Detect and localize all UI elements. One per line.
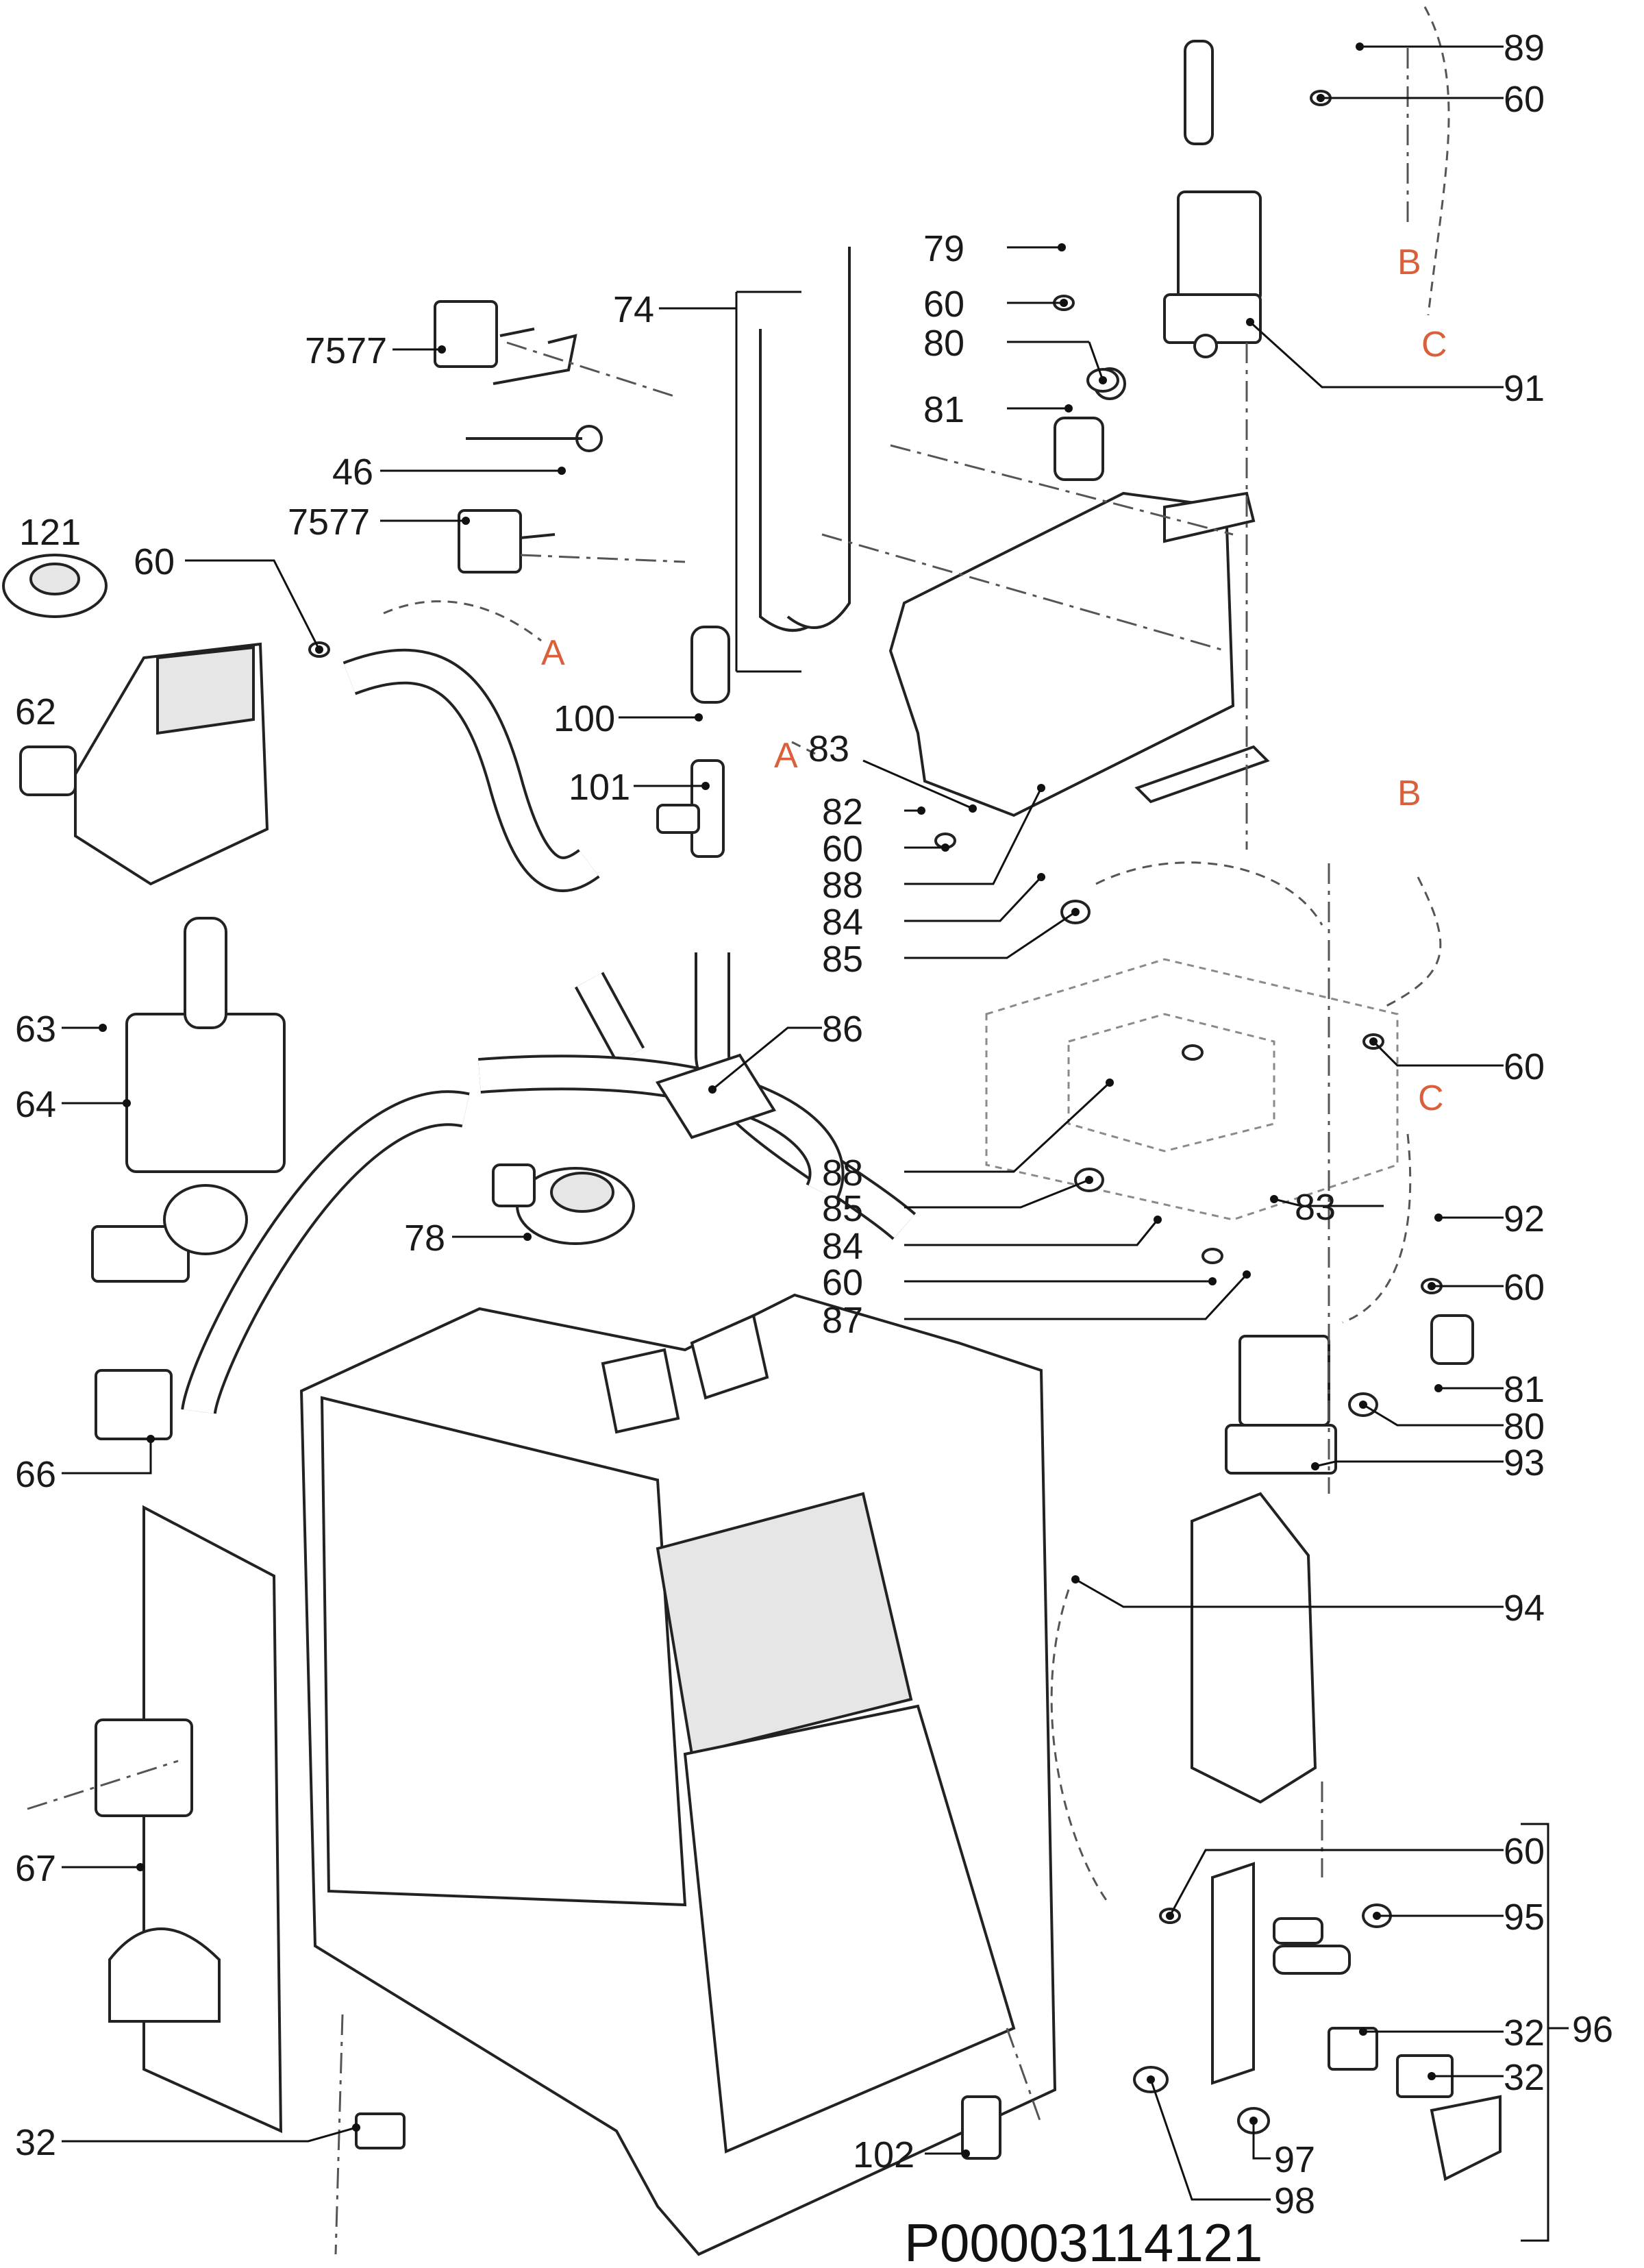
- label-87: 87: [822, 1300, 863, 1341]
- part-91-solenoid-valve: [1163, 40, 1262, 358]
- leader-lines: [62, 42, 1569, 2242]
- label-88: 88: [822, 1153, 863, 1194]
- label-7577: 7577: [288, 502, 370, 543]
- label-60: 60: [1504, 1046, 1545, 1087]
- label-81: 81: [923, 389, 964, 430]
- label-94: 94: [1504, 1588, 1545, 1629]
- label-60: 60: [822, 1262, 863, 1303]
- label-64: 64: [15, 1084, 56, 1125]
- label-83: 83: [808, 728, 849, 769]
- part-74-heating-element: [759, 247, 851, 632]
- ghost-brew-unit: [985, 958, 1399, 1221]
- part-labels: 89 60 79 60 74 80 81 91 7577 46 7577 121…: [15, 27, 1613, 2221]
- part-switch-lower: [458, 425, 603, 574]
- connection-arrows: [383, 6, 1450, 1906]
- label-7577: 7577: [305, 330, 387, 371]
- label-60: 60: [1504, 1831, 1545, 1872]
- part-bracket-plate: [888, 491, 1270, 817]
- label-85: 85: [822, 939, 863, 980]
- label-89: 89: [1504, 27, 1545, 69]
- label-93: 93: [1504, 1442, 1545, 1483]
- part-93-solenoid-valve: [1225, 1314, 1474, 1475]
- label-46: 46: [332, 452, 373, 493]
- ref-b: B: [1397, 243, 1421, 282]
- label-32: 32: [1504, 2012, 1545, 2054]
- label-66: 66: [15, 1454, 56, 1495]
- label-84: 84: [822, 1226, 863, 1267]
- label-74: 74: [613, 289, 654, 330]
- label-67: 67: [15, 1848, 56, 1889]
- label-81: 81: [1504, 1369, 1545, 1410]
- label-84: 84: [822, 902, 863, 943]
- label-80: 80: [1504, 1406, 1545, 1447]
- label-91: 91: [1504, 368, 1545, 409]
- part-101-t-connector: [656, 626, 730, 858]
- label-60: 60: [1504, 79, 1545, 120]
- ref-c: C: [1421, 325, 1447, 365]
- label-96: 96: [1572, 2009, 1613, 2050]
- label-86: 86: [822, 1009, 863, 1050]
- part-86-filter: [655, 1053, 777, 1139]
- part-32-connector-lower: [355, 2112, 406, 2149]
- label-92: 92: [1504, 1198, 1545, 1240]
- label-98: 98: [1274, 2180, 1315, 2221]
- ref-a: A: [541, 633, 565, 673]
- label-60: 60: [822, 828, 863, 870]
- ref-c: C: [1418, 1078, 1444, 1118]
- label-60: 60: [923, 284, 964, 325]
- label-102: 102: [853, 2134, 914, 2175]
- label-85: 85: [822, 1188, 863, 1229]
- label-60: 60: [1504, 1267, 1545, 1308]
- part-dispenser-module: [19, 642, 269, 886]
- label-100: 100: [553, 698, 615, 739]
- label-62: 62: [15, 691, 56, 732]
- part-121-cap: [2, 554, 108, 618]
- part-switch-upper: [434, 300, 577, 385]
- label-63: 63: [15, 1009, 56, 1050]
- part-78-flowmeter: [492, 1163, 635, 1245]
- label-60: 60: [134, 541, 175, 582]
- part-64-pump: [91, 917, 286, 1283]
- main-housing: [299, 1293, 1057, 2256]
- label-97: 97: [1274, 2139, 1315, 2180]
- label-101: 101: [569, 767, 630, 808]
- part-bracket-94: [1191, 1492, 1317, 1804]
- part-66-block: [95, 1369, 173, 1440]
- label-88: 88: [822, 865, 863, 906]
- label-82: 82: [822, 791, 863, 833]
- connection-reference-letters: A A B B C C: [541, 243, 1447, 1118]
- ref-b: B: [1397, 774, 1421, 813]
- label-32: 32: [1504, 2057, 1545, 2098]
- part-102-clip: [961, 2095, 1001, 2160]
- ref-a: A: [774, 736, 798, 776]
- label-32: 32: [15, 2122, 56, 2163]
- drawing-code: P00003114121: [904, 2212, 1262, 2268]
- label-95: 95: [1504, 1897, 1545, 1938]
- part-96-valve-assembly: [1211, 1862, 1502, 2181]
- assembly-axis-lines: [27, 48, 1409, 2255]
- label-78: 78: [404, 1218, 445, 1259]
- label-80: 80: [923, 323, 964, 364]
- label-79: 79: [923, 228, 964, 269]
- label-121: 121: [19, 512, 81, 553]
- part-67-circuit-board: [95, 1505, 283, 2134]
- label-83: 83: [1295, 1187, 1336, 1228]
